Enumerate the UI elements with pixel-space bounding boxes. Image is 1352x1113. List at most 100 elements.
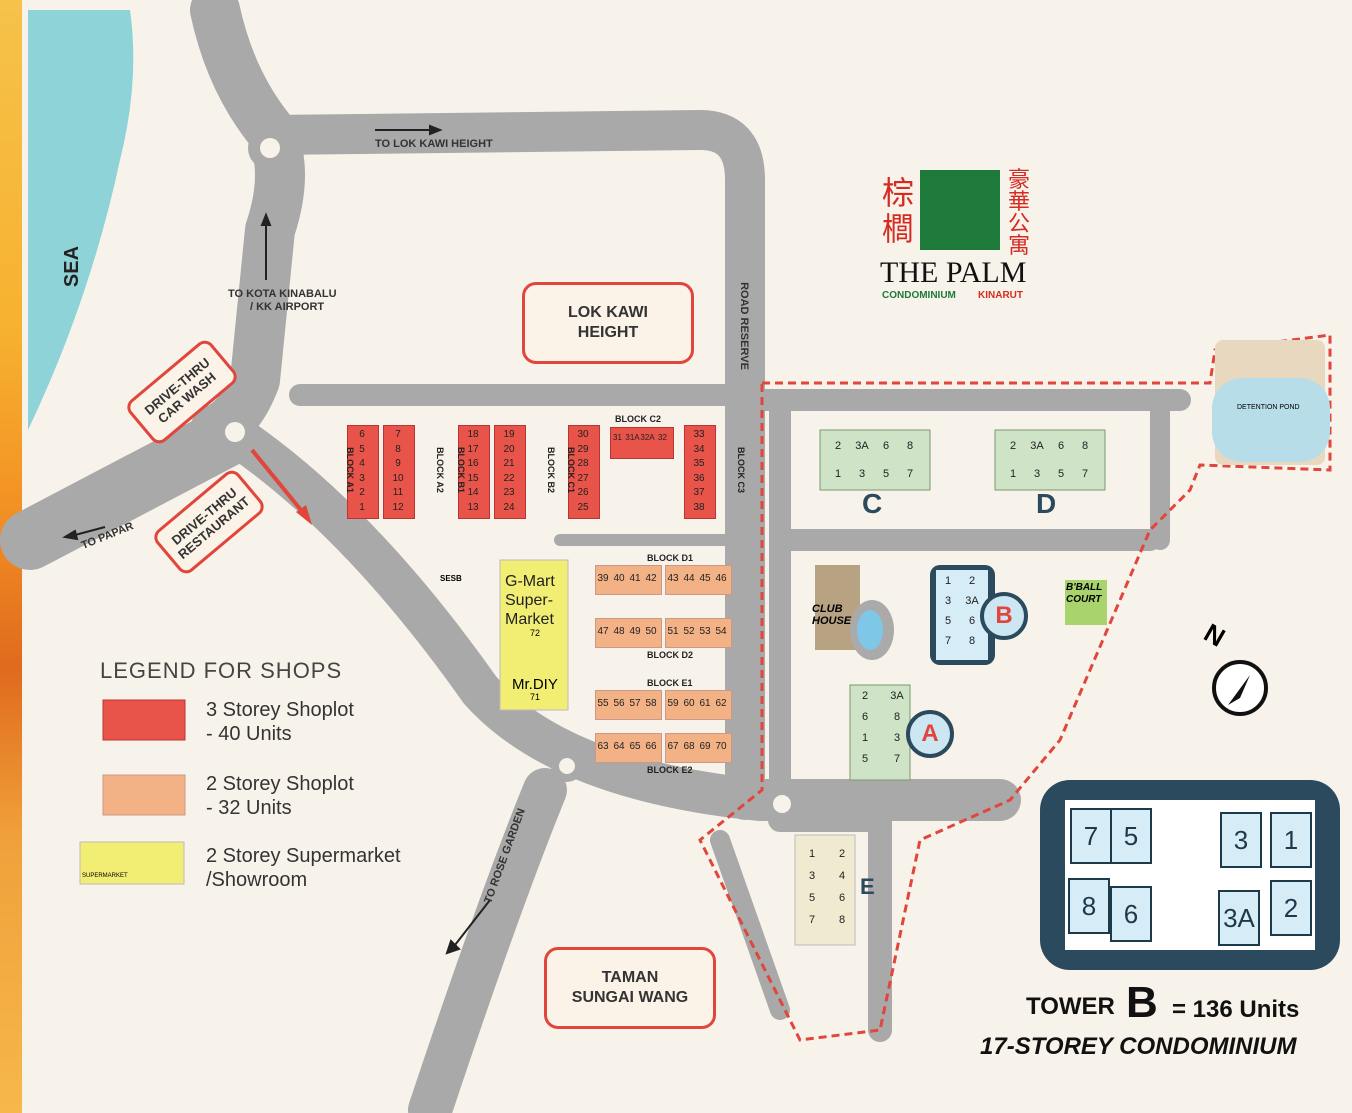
- shop-unit: 28: [577, 458, 589, 469]
- shop-unit: 37: [693, 487, 705, 498]
- block2-frame: [665, 690, 732, 720]
- block-0-frame: [347, 425, 379, 519]
- sesb-label: SESB: [440, 574, 462, 583]
- shop-unit: 43: [667, 573, 679, 584]
- tower-unit: 3: [1033, 468, 1041, 480]
- shop-unit: 50: [645, 626, 657, 637]
- logo-subtitle-a: CONDOMINIUM: [882, 290, 956, 301]
- shop-unit: 20: [503, 443, 515, 455]
- shop-unit: 19: [503, 429, 515, 440]
- tower-unit: 1: [944, 575, 952, 587]
- floorplan-unit: 6: [1110, 886, 1152, 942]
- tower-unit: 2: [968, 575, 976, 587]
- shop-unit: 70: [715, 741, 727, 752]
- shop-unit: 21: [503, 458, 515, 469]
- mrdiy-number: 71: [530, 692, 541, 702]
- tower-unit: 3: [858, 468, 866, 480]
- shop-unit: 1: [359, 501, 365, 513]
- gmart-label: G-Mart Super- Market: [505, 573, 555, 628]
- block-4-frame: [568, 425, 600, 519]
- shop-unit: 53: [699, 626, 711, 637]
- shop-unit: 34: [693, 443, 705, 455]
- road-main-east: [214, 414, 1021, 821]
- block-name: BLOCK A2: [434, 447, 445, 493]
- sea-area: [28, 10, 134, 430]
- block-name: BLOCK C3: [736, 446, 747, 494]
- shop-unit: 33: [693, 429, 705, 440]
- tower-unit: 8: [1081, 440, 1089, 452]
- tower-unit: 8: [838, 914, 846, 926]
- bball-court-label: B'BALL COURT: [1066, 582, 1103, 605]
- shop-unit: 66: [645, 741, 657, 752]
- gmart-number: 72: [530, 628, 541, 638]
- tower-unit: 1: [1009, 468, 1017, 480]
- legend-item-2-label: 2 Storey Shoplot: [206, 773, 354, 795]
- shop-unit: 42: [645, 573, 657, 584]
- logo-chinese-right: 豪華公寓: [1008, 168, 1031, 259]
- block-name: BLOCK C1: [566, 446, 577, 494]
- block-name: BLOCK D1: [647, 553, 694, 563]
- shop-unit: 40: [613, 573, 625, 584]
- tower-unit: 7: [944, 635, 952, 647]
- block-2-frame: [458, 425, 490, 519]
- tower-subcaption: 17-STOREY CONDOMINIUM: [980, 1033, 1297, 1060]
- block-name: BLOCK C2: [615, 414, 662, 424]
- shop-unit: 10: [392, 472, 404, 484]
- tower-c-label: C: [862, 488, 883, 519]
- tower-a-marker: A: [906, 710, 954, 758]
- shop-unit: 13: [467, 501, 479, 513]
- tower-unit: 7: [1081, 468, 1089, 480]
- shop-unit: 5: [359, 443, 365, 455]
- block2-frame: [595, 565, 662, 595]
- shop-unit: 2: [359, 487, 365, 498]
- shop-unit: 67: [667, 741, 679, 752]
- sea-label: SEA: [61, 245, 84, 288]
- shop-unit: 51: [667, 626, 679, 637]
- to-kota-kinabalu-label: TO KOTA KINABALU: [228, 288, 337, 300]
- shop-unit: 29: [577, 443, 589, 455]
- shop-unit: 8: [395, 443, 401, 455]
- tower-unit: 7: [893, 753, 901, 765]
- shop-unit: 31: [613, 433, 622, 442]
- shop-unit: 17: [467, 443, 479, 455]
- legend-supermarket-tag: SUPERMARKET: [82, 873, 128, 879]
- block2-frame: [665, 733, 732, 763]
- block2-frame: [665, 618, 732, 648]
- compass: [1212, 660, 1268, 716]
- shop-unit: 45: [699, 573, 711, 584]
- shop-unit: 31A: [625, 433, 640, 442]
- shop-unit: 56: [613, 698, 625, 709]
- shop-unit: 41: [629, 573, 641, 584]
- tower-unit: 8: [893, 711, 901, 723]
- tower-unit: 6: [861, 711, 869, 723]
- block-name: BLOCK D2: [647, 650, 694, 660]
- tower-unit: 3: [893, 732, 901, 744]
- floorplan-unit: 1: [1270, 812, 1312, 868]
- floorplan-unit: 3A: [1218, 890, 1260, 946]
- block2-frame: [595, 733, 662, 763]
- tower-b-marker: B: [980, 592, 1028, 640]
- mrdiy-label: Mr.DIY: [512, 676, 558, 693]
- taman-sungai-wang-box: TAMAN SUNGAI WANG: [544, 947, 716, 1029]
- block-name: BLOCK A1: [344, 447, 355, 493]
- shop-unit: 54: [715, 626, 727, 637]
- block-name: BLOCK E2: [647, 765, 693, 775]
- logo-name: THE PALM: [880, 256, 1027, 289]
- club-house-label: CLUB HOUSE: [812, 603, 852, 627]
- shop-unit: 23: [503, 487, 515, 498]
- shop-unit: 52: [683, 626, 695, 637]
- block2-frame: [665, 565, 732, 595]
- shop-unit: 9: [395, 458, 401, 469]
- shop-unit: 46: [715, 573, 727, 584]
- tower-c: [819, 429, 931, 491]
- tower-unit: 6: [882, 440, 890, 452]
- shop-unit: 16: [467, 458, 479, 469]
- shop-unit: 14: [467, 487, 479, 498]
- shop-unit: 32: [658, 433, 667, 442]
- road-rose-garden: [408, 768, 567, 1113]
- shop-unit: 32A: [640, 433, 655, 442]
- tower-d-label: D: [1036, 488, 1057, 519]
- block2-frame: [595, 618, 662, 648]
- block-name: BLOCK B2: [546, 446, 557, 494]
